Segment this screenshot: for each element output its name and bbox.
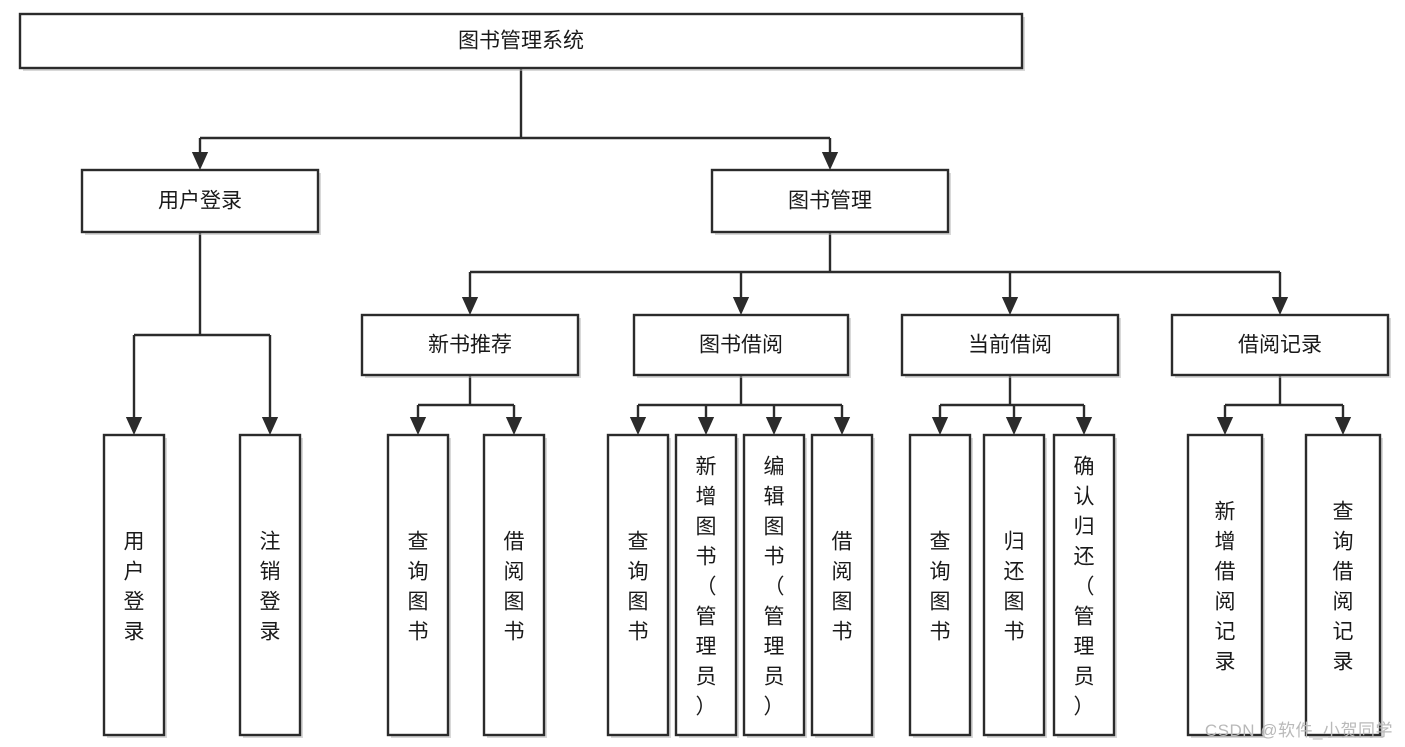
node-label: 查询借阅记录 xyxy=(1333,500,1354,673)
node-box xyxy=(710,168,950,234)
node-label: 借阅记录 xyxy=(1238,334,1322,357)
node-label: 用户登录 xyxy=(124,530,145,643)
node-label: 编辑图书（管理员） xyxy=(764,455,785,718)
arrow-head-icon xyxy=(765,417,783,435)
node-leaf-query-book-2[interactable]: 查询图书 xyxy=(606,433,671,738)
node-label: 图书管理系统 xyxy=(458,30,584,53)
arrow-head-icon xyxy=(697,417,715,435)
node-label: 查询图书 xyxy=(930,530,951,643)
arrow-head-icon xyxy=(125,417,143,435)
edge-group-current-borrow xyxy=(931,375,1093,435)
edge-group-root xyxy=(191,68,839,170)
node-leaf-borrow-book-1[interactable]: 借阅图书 xyxy=(482,433,547,738)
edge-group-user-login xyxy=(125,232,279,435)
node-label: 借阅图书 xyxy=(832,530,853,643)
arrow-head-icon xyxy=(191,152,209,170)
node-box xyxy=(482,433,546,737)
node-label: 用户登录 xyxy=(158,190,242,213)
node-leaf-borrow-book-2[interactable]: 借阅图书 xyxy=(810,433,875,738)
node-user-login[interactable]: 用户登录 xyxy=(80,168,321,235)
node-leaf-return-book[interactable]: 归还图书 xyxy=(982,433,1047,738)
node-box xyxy=(360,313,580,377)
arrow-head-icon xyxy=(833,417,851,435)
node-current-borrow[interactable]: 当前借阅 xyxy=(900,313,1121,378)
node-book-manage[interactable]: 图书管理 xyxy=(710,168,951,235)
node-leaf-logout[interactable]: 注销登录 xyxy=(238,433,303,738)
node-new-book-rec[interactable]: 新书推荐 xyxy=(360,313,581,378)
node-label: 新增图书（管理员） xyxy=(696,455,717,718)
node-box xyxy=(606,433,670,737)
node-label: 新书推荐 xyxy=(428,334,512,357)
node-box xyxy=(908,433,972,737)
arrow-head-icon xyxy=(629,417,647,435)
edge-group-borrow-record xyxy=(1216,375,1352,435)
node-leaf-user-login[interactable]: 用户登录 xyxy=(102,433,167,738)
edges-layer xyxy=(125,68,1352,435)
node-label: 查询图书 xyxy=(408,530,429,643)
edge-group-new-book-rec xyxy=(409,375,523,435)
edge-group-book-manage xyxy=(461,232,1289,315)
node-label: 当前借阅 xyxy=(968,334,1052,357)
arrow-head-icon xyxy=(1334,417,1352,435)
arrow-head-icon xyxy=(409,417,427,435)
node-label: 注销登录 xyxy=(260,530,281,643)
node-box xyxy=(386,433,450,737)
node-label: 借阅图书 xyxy=(504,530,525,643)
arrow-head-icon xyxy=(1271,297,1289,315)
arrow-head-icon xyxy=(261,417,279,435)
arrow-head-icon xyxy=(461,297,479,315)
node-box xyxy=(1186,433,1264,737)
arrow-head-icon xyxy=(1075,417,1093,435)
node-borrow-record[interactable]: 借阅记录 xyxy=(1170,313,1391,378)
node-box xyxy=(632,313,850,377)
node-label: 新增借阅记录 xyxy=(1215,500,1236,673)
node-box xyxy=(102,433,166,737)
nodes-layer: 图书管理系统用户登录图书管理新书推荐图书借阅当前借阅借阅记录用户登录注销登录查询… xyxy=(18,12,1391,738)
node-root[interactable]: 图书管理系统 xyxy=(18,12,1025,71)
node-box xyxy=(674,433,738,737)
node-leaf-query-book-3[interactable]: 查询图书 xyxy=(908,433,973,738)
node-box xyxy=(1170,313,1390,377)
node-label: 确认归还（管理员） xyxy=(1074,455,1095,718)
node-label: 归还图书 xyxy=(1004,530,1025,643)
node-box xyxy=(1052,433,1116,737)
arrow-head-icon xyxy=(931,417,949,435)
node-leaf-add-book[interactable]: 新增图书（管理员） xyxy=(674,433,739,738)
node-leaf-query-book-1[interactable]: 查询图书 xyxy=(386,433,451,738)
node-leaf-confirm-return[interactable]: 确认归还（管理员） xyxy=(1052,433,1117,738)
node-leaf-add-record[interactable]: 新增借阅记录 xyxy=(1186,433,1265,738)
node-box xyxy=(742,433,806,737)
node-box xyxy=(1304,433,1382,737)
node-leaf-query-record[interactable]: 查询借阅记录 xyxy=(1304,433,1383,738)
node-box xyxy=(80,168,320,234)
edge-group-book-borrow xyxy=(629,375,851,435)
node-box xyxy=(18,12,1024,70)
node-label: 查询图书 xyxy=(628,530,649,643)
arrow-head-icon xyxy=(1005,417,1023,435)
arrow-head-icon xyxy=(732,297,750,315)
node-box xyxy=(900,313,1120,377)
arrow-head-icon xyxy=(1216,417,1234,435)
node-leaf-edit-book[interactable]: 编辑图书（管理员） xyxy=(742,433,807,738)
node-label: 图书管理 xyxy=(788,190,872,213)
arrow-head-icon xyxy=(821,152,839,170)
arrow-head-icon xyxy=(505,417,523,435)
node-book-borrow[interactable]: 图书借阅 xyxy=(632,313,851,378)
arrow-head-icon xyxy=(1001,297,1019,315)
node-box xyxy=(238,433,302,737)
watermark-text: CSDN @软件_小贺同学 xyxy=(1204,721,1393,740)
node-box xyxy=(982,433,1046,737)
node-box xyxy=(810,433,874,737)
node-label: 图书借阅 xyxy=(699,334,783,357)
